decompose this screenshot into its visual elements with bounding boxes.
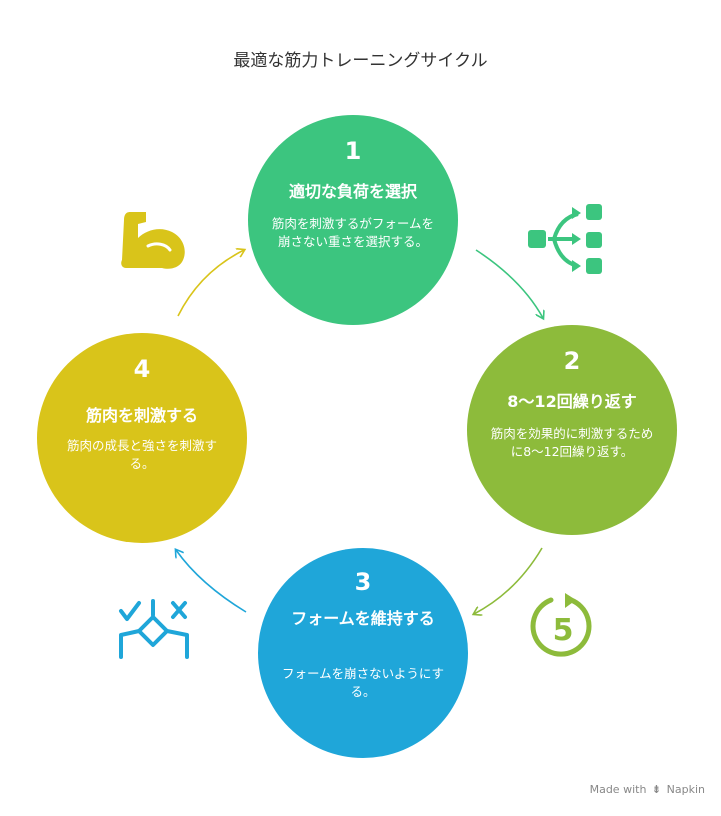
footer-prefix: Made with (589, 783, 647, 796)
footer-brand: Napkin (666, 783, 705, 796)
step-1-description: 筋肉を刺激するがフォームを崩さない重さを選択する。 (271, 216, 435, 249)
footer-attribution: Made with ⇟ Napkin (590, 783, 705, 796)
posture-check-icon (119, 599, 189, 659)
arrow-2-to-3 (474, 547, 543, 614)
step-1-heading: 適切な負荷を選択 (288, 182, 417, 201)
flow-network-icon (528, 204, 602, 274)
repeat-five-icon: 5 (530, 593, 592, 657)
repeat-count-label: 5 (553, 613, 574, 648)
step-3-circle: 3 フォームを維持する フォームを崩さないようにする。 (258, 548, 468, 758)
arrow-1-to-2 (475, 249, 543, 318)
step-2-description: 筋肉を効果的に刺激するために8〜12回繰り返す。 (490, 426, 654, 459)
step-1-number: 1 (344, 137, 362, 165)
step-2-number: 2 (563, 347, 581, 375)
step-4-circle: 4 筋肉を刺激する 筋肉の成長と強さを刺激する。 (37, 333, 247, 543)
step-3-description: フォームを崩さないようにする。 (281, 666, 444, 699)
page-title: 最適な筋力トレーニングサイクル (233, 51, 488, 71)
step-4-number: 4 (133, 355, 151, 383)
napkin-logo-icon: ⇟ (651, 783, 662, 796)
step-3-heading: フォームを維持する (291, 609, 435, 628)
arrow-3-to-4 (176, 550, 247, 613)
step-2-heading: 8〜12回繰り返す (507, 392, 637, 411)
step-1-circle: 1 適切な負荷を選択 筋肉を刺激するがフォームを崩さない重さを選択する。 (248, 115, 458, 325)
step-4-heading: 筋肉を刺激する (85, 406, 198, 425)
step-2-circle: 2 8〜12回繰り返す 筋肉を効果的に刺激するために8〜12回繰り返す。 (467, 325, 677, 535)
flexed-bicep-icon (121, 212, 185, 269)
step-4-description: 筋肉の成長と強さを刺激する。 (66, 438, 217, 471)
step-3-number: 3 (354, 568, 372, 596)
arrow-4-to-1 (177, 250, 244, 317)
